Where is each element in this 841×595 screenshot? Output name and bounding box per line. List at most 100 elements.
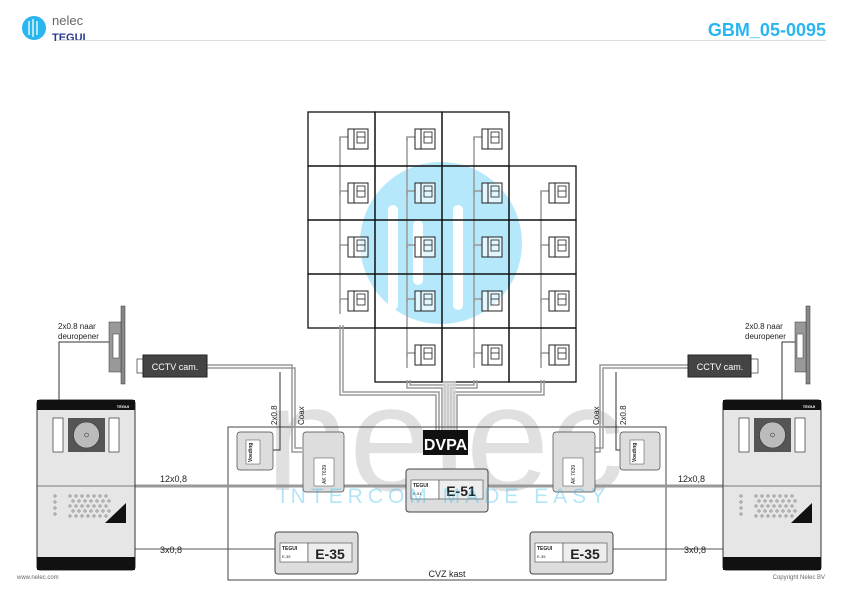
speaker-hole — [98, 494, 102, 498]
video-monitor-icon — [540, 290, 570, 312]
left-power-label: 2x0.8 — [270, 405, 279, 425]
speaker-hole — [74, 494, 78, 498]
coax-wires — [207, 364, 688, 453]
speaker-hole — [790, 514, 794, 518]
speaker-hole — [781, 509, 785, 513]
panel-name-window — [794, 417, 806, 453]
left-door-panel: TEGUI — [36, 399, 136, 571]
speaker-hole — [784, 494, 788, 498]
document-id: GBM_05-0095 — [708, 20, 826, 40]
monitor-grid — [307, 111, 577, 383]
speaker-hole — [790, 494, 794, 498]
right-cable-main-label: 12x0,8 — [678, 474, 705, 484]
speaker-hole — [74, 504, 78, 508]
video-monitor-icon — [339, 236, 369, 258]
left-e35-small-label: E-35 — [282, 554, 291, 559]
speaker-hole — [101, 509, 105, 513]
speaker-hole — [74, 514, 78, 518]
speaker-hole — [83, 499, 87, 503]
right-power-supply: Voeding — [619, 431, 661, 471]
left-door-opener — [108, 305, 126, 385]
speaker-hole — [778, 504, 782, 508]
speaker-hole — [757, 499, 761, 503]
speaker-hole — [784, 514, 788, 518]
footer-website: www.nelec.com — [16, 575, 59, 581]
speaker-hole — [77, 509, 81, 513]
left-door-label-1: 2x0.8 naar — [58, 322, 96, 331]
speaker-hole — [787, 499, 791, 503]
video-monitor-icon — [473, 344, 503, 366]
video-monitor-icon — [473, 128, 503, 150]
right-e35-brand: TEGUI — [537, 546, 553, 552]
header-logo: nelec TEGUI — [22, 13, 86, 44]
panel-name-window — [108, 417, 120, 453]
left-psu-label: Voeding — [248, 443, 254, 462]
speaker-hole — [92, 494, 96, 498]
speaker-hole — [104, 504, 108, 508]
panel-name-window — [738, 417, 750, 453]
speaker-hole — [83, 509, 87, 513]
speaker-hole — [98, 514, 102, 518]
cvz-cabinet — [227, 426, 667, 581]
right-cctv-label: CCTV cam. — [697, 362, 744, 372]
left-e35-brand: TEGUI — [282, 546, 298, 552]
camera-lens-icon — [759, 421, 786, 449]
speaker-hole — [769, 499, 773, 503]
speaker-hole — [107, 509, 111, 513]
e51-module: TEGUI E-51 E-51 — [405, 468, 489, 513]
speaker-hole — [787, 509, 791, 513]
right-cable-e35-label: 3x0,8 — [684, 545, 706, 555]
speaker-hole — [101, 499, 105, 503]
speaker-hole — [92, 504, 96, 508]
panel-top-band — [37, 400, 135, 410]
right-door-panel: TEGUI — [722, 399, 822, 571]
right-coax-label: Coax — [592, 406, 601, 425]
speaker-hole — [793, 509, 797, 513]
footer-copyright: Copyright Nelec BV — [773, 575, 825, 581]
speaker-hole — [772, 514, 776, 518]
cabinet-label: CVZ kast — [428, 569, 466, 579]
right-ak-module: AK 7639 — [552, 431, 596, 493]
video-monitor-icon — [540, 236, 570, 258]
speaker-hole — [754, 504, 758, 508]
speaker-hole — [778, 514, 782, 518]
speaker-hole — [95, 509, 99, 513]
left-cable-e35-label: 3x0,8 — [160, 545, 182, 555]
panel-brand: TEGUI — [803, 404, 815, 409]
speaker-hole — [760, 514, 764, 518]
speaker-hole — [92, 514, 96, 518]
apartment-cell — [508, 327, 577, 383]
right-door-label-2: deuropener — [745, 332, 786, 341]
speaker-hole — [86, 514, 90, 518]
speaker-hole — [754, 494, 758, 498]
speaker-hole — [80, 514, 84, 518]
speaker-hole — [784, 504, 788, 508]
left-door-label-2: deuropener — [58, 332, 99, 341]
panel-top-band — [723, 400, 821, 410]
panel-name-window — [52, 417, 64, 453]
logo-name: nelec — [52, 13, 84, 28]
right-ak-label: AK 7639 — [571, 465, 577, 484]
panel-keypad-icon — [791, 503, 812, 523]
logo-brand: TEGUI — [52, 32, 86, 44]
panel-bottom-band — [723, 557, 821, 570]
speaker-hole — [778, 494, 782, 498]
speaker-hole — [80, 494, 84, 498]
video-monitor-icon — [339, 182, 369, 204]
speaker-hole — [80, 504, 84, 508]
left-power-supply: Voeding — [236, 431, 274, 471]
speaker-hole — [772, 504, 776, 508]
speaker-hole — [95, 499, 99, 503]
left-coax-label: Coax — [297, 406, 306, 425]
speaker-hole — [104, 514, 108, 518]
video-monitor-icon — [406, 128, 436, 150]
speaker-hole — [763, 499, 767, 503]
speaker-hole — [763, 509, 767, 513]
e51-small-label: E-51 — [413, 491, 422, 496]
panel-bottom-band — [37, 557, 135, 570]
right-power-label: 2x0.8 — [619, 405, 628, 425]
panel-keypad-icon — [105, 503, 126, 523]
speaker-hole — [89, 499, 93, 503]
right-door-label-1: 2x0.8 naar — [745, 322, 783, 331]
